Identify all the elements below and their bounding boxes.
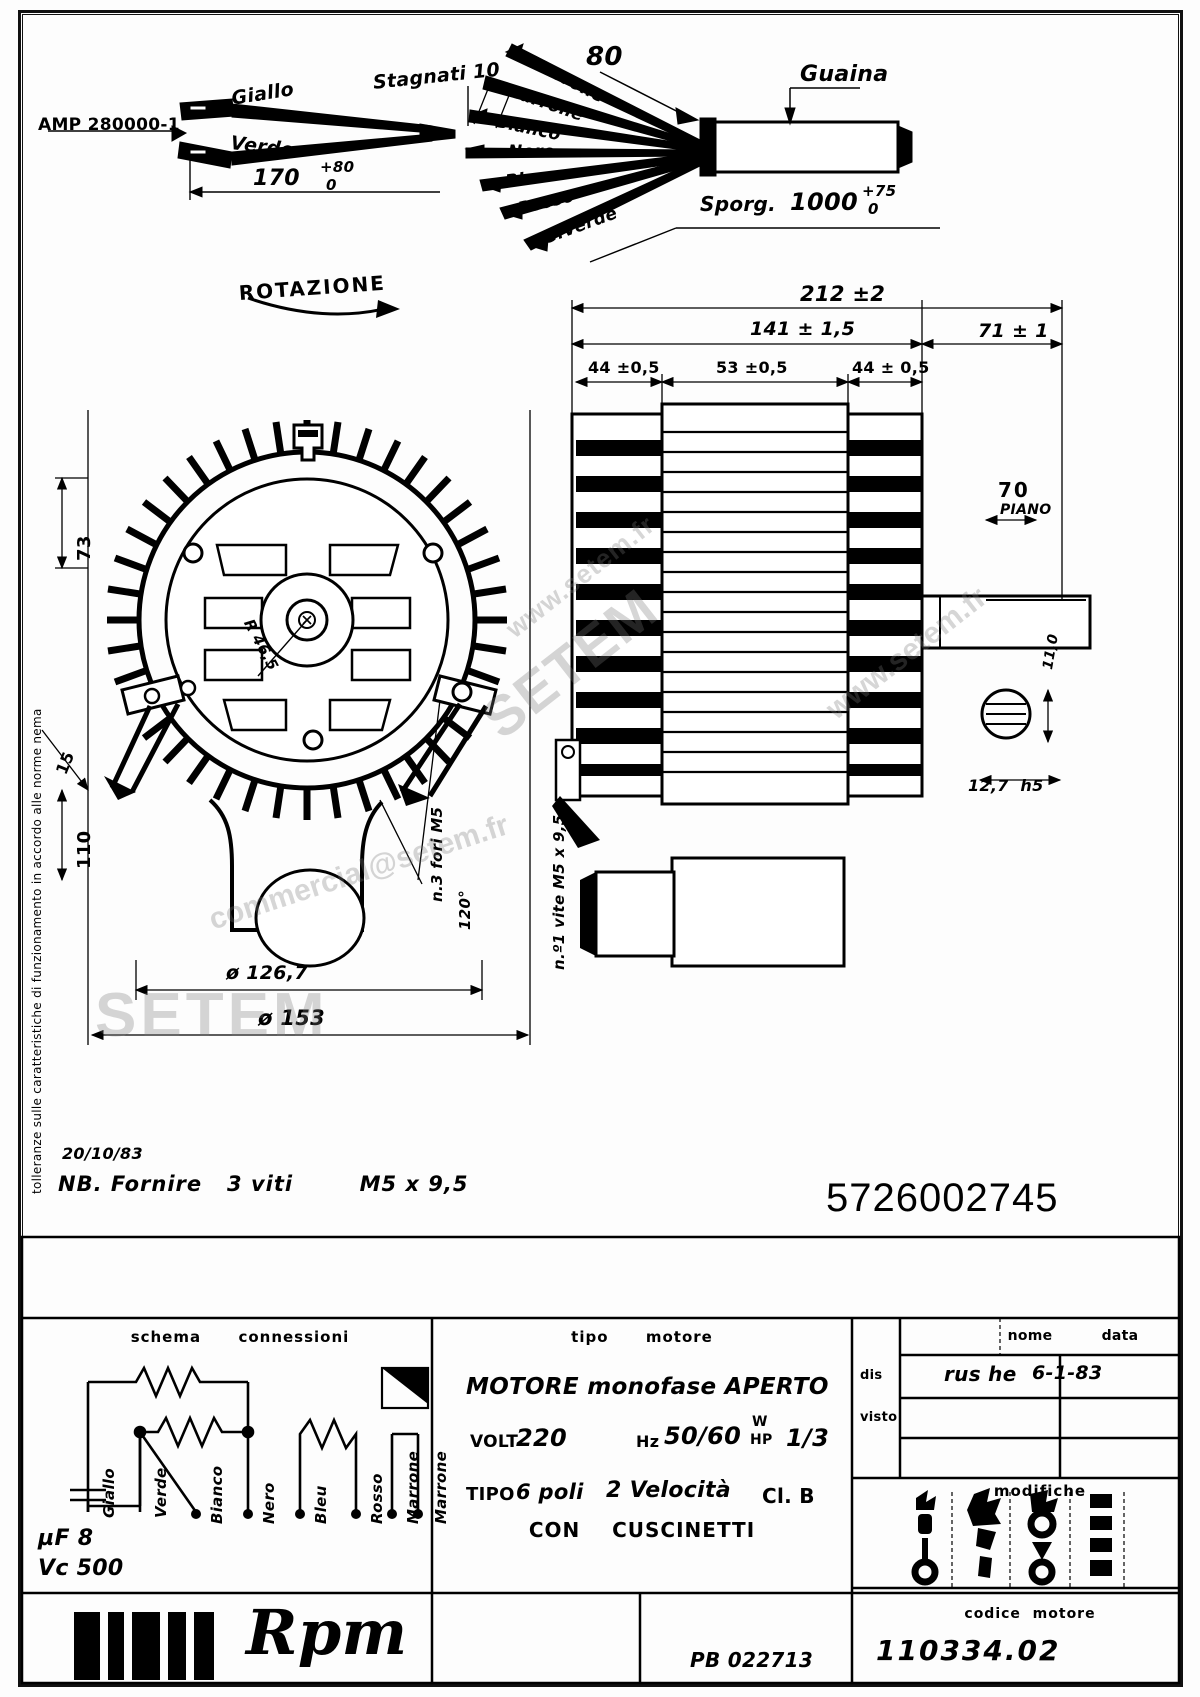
drawing-number: 5726002745 — [826, 1176, 1059, 1220]
dim-dia-bolt: ø 126,7 — [226, 962, 308, 984]
nome-header: nome — [1007, 1328, 1053, 1344]
dim-dia-outer: ø 153 — [258, 1006, 326, 1030]
dim-shaft-flat: 12,7 h5 — [968, 776, 1044, 795]
sheet-inner-border — [22, 14, 1179, 1683]
dis-date: 6-1-83 — [1032, 1362, 1103, 1384]
codice-motore-header: codice motore — [964, 1606, 1096, 1622]
dim-seg-b: 53 ±0,5 — [716, 358, 788, 377]
dis-label: dis — [860, 1368, 883, 1383]
hz-value: 50/60 — [664, 1422, 742, 1450]
dis-name: rus he — [944, 1362, 1017, 1386]
dim-bolt-angle: 120° — [456, 889, 475, 930]
dim-body-length: 141 ± 1,5 — [750, 318, 856, 340]
schema-header: schema connessioni — [130, 1328, 350, 1346]
hz-label: Hz — [636, 1432, 660, 1451]
volt-label: VOLT — [470, 1432, 519, 1452]
volt-value: 220 — [516, 1424, 567, 1452]
capacitor-mf: µF 8 — [38, 1526, 94, 1551]
capacitor-vc: Vc 500 — [38, 1556, 124, 1581]
amp-connector-label: AMP 280000-1 — [38, 115, 180, 135]
power-unit-w: W — [752, 1414, 768, 1430]
visto-label: visto — [860, 1410, 898, 1425]
date-note: 20/10/83 — [62, 1144, 143, 1163]
power-value: 1/3 — [786, 1424, 830, 1452]
sporg-value: 1000 — [790, 188, 858, 216]
dim-height-73: 73 — [74, 535, 96, 561]
dim-shaft-length: 71 ± 1 — [978, 320, 1049, 342]
tipo-motore-header: tipo motore — [571, 1328, 713, 1346]
dim-seg-c: 44 ± 0,5 — [852, 358, 930, 377]
harness-left-length: 170 — [253, 166, 300, 191]
sporg-label: Sporg. — [700, 192, 777, 216]
schema-wire-bleu: Bleu — [312, 1485, 331, 1524]
data-header: data — [1101, 1328, 1139, 1344]
poles-value: 6 poli — [516, 1480, 584, 1504]
sheet-border — [18, 10, 1183, 1687]
supply-note: NB. Fornire 3 viti M5 x 9,5 — [58, 1172, 469, 1196]
sporg-tol-minus: 0 — [868, 200, 879, 218]
class-label: Cl. B — [762, 1484, 815, 1508]
wire-label-3: Nero — [508, 142, 556, 162]
dim-height-110: 110 — [74, 830, 96, 869]
brand-logo-text: Rpm — [246, 1596, 408, 1669]
dim-flat-len: 70 — [998, 478, 1030, 502]
spread-80-label: 80 — [586, 42, 623, 72]
dim-seg-a: 44 ±0,5 — [588, 358, 660, 377]
harness-left-tol-plus: +80 — [320, 158, 355, 176]
modifiche-header: modifiche — [993, 1482, 1087, 1500]
bearings-note: CON CUSCINETTI — [528, 1518, 756, 1542]
sporg-tol-plus: +75 — [862, 182, 897, 200]
motor-type: MOTORE monofase APERTO — [466, 1374, 829, 1400]
drawing-code: PB 022713 — [690, 1648, 814, 1672]
dim-screw-note: n.º1 vite M5 x 9,5 — [550, 814, 569, 970]
dim-flat-label: PIANO — [1000, 502, 1052, 518]
codice-motore-value: 110334.02 — [876, 1634, 1061, 1667]
speeds-value: 2 Velocità — [606, 1478, 731, 1503]
harness-left-tol-minus: 0 — [326, 176, 337, 194]
guaina-label: Guaina — [800, 62, 889, 87]
tipo-label: TIPO — [466, 1484, 515, 1505]
power-unit-hp: HP — [750, 1432, 773, 1448]
dim-total-length: 212 ±2 — [800, 282, 886, 306]
